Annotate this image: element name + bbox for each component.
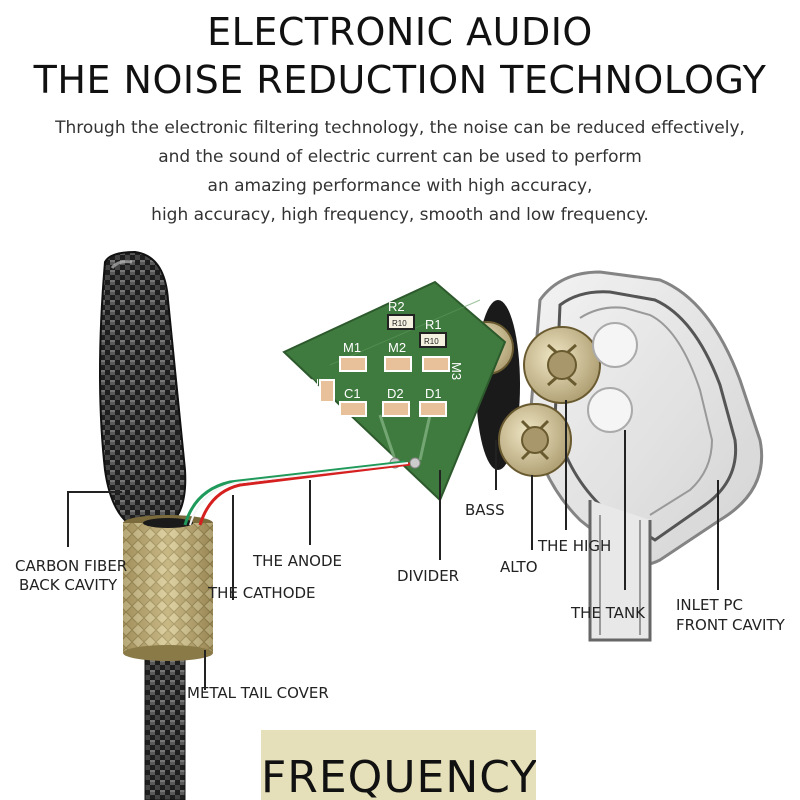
label-cathode: THE CATHODE [208,584,316,602]
pcb-label-r1: R1 [425,317,442,332]
label-divider: DIVIDER [397,567,460,585]
description: Through the electronic filtering technol… [0,114,800,230]
pcb-label-r10-a: R10 [392,319,407,328]
pcb-label-c2: C2 [306,378,321,395]
label-metal-tail-cover: METAL TAIL COVER [187,684,329,702]
metal-tail-cover [123,515,213,661]
pcb-label-m1: M1 [343,340,361,355]
pcb-board: R2 R10 R1 R10 M1 M2 M3 C2 C1 D2 D1 [282,280,507,502]
anode-wire [198,462,411,526]
pcb-label-m3: M3 [449,362,464,380]
pcb-label-r10-b: R10 [424,337,439,346]
heading-line-2: THE NOISE REDUCTION TECHNOLOGY [33,58,767,102]
earphone-diagram: R2 R10 R1 R10 M1 M2 M3 C2 C1 D2 D1 [67,250,764,800]
label-carbon-fiber: CARBON FIBER [15,557,128,575]
label-alto: ALTO [500,558,538,576]
frequency-banner: FREQUENCY [261,730,536,800]
pcb-label-m2: M2 [388,340,406,355]
label-high: THE HIGH [538,537,612,555]
description-line: an amazing performance with high accurac… [207,176,593,196]
label-bass: BASS [465,501,505,519]
label-back-cavity: BACK CAVITY [19,576,118,594]
description-line: and the sound of electric current can be… [158,147,642,167]
tank [587,322,638,433]
alto-driver [498,403,572,477]
cable [144,639,186,800]
label-tank: THE TANK [571,604,646,622]
pcb-label-r2: R2 [388,299,405,314]
carbon-fiber-cavity [99,250,187,531]
heading-line-1: ELECTRONIC AUDIO [207,10,593,54]
frequency-label: FREQUENCY [261,752,536,800]
cathode-wire [183,460,406,526]
description-line: Through the electronic filtering technol… [55,118,745,138]
high-driver [523,326,601,404]
pcb-label-c1: C1 [344,386,361,401]
description-line: high accuracy, high frequency, smooth an… [151,205,649,225]
pcb-label-d1: D1 [425,386,442,401]
pcb-label-d2: D2 [387,386,404,401]
label-inlet-pc: INLET PC [676,596,743,614]
signal-wire [189,462,409,526]
label-anode: THE ANODE [253,552,343,570]
label-front-cavity: FRONT CAVITY [676,616,785,634]
callout-lines [67,400,719,690]
